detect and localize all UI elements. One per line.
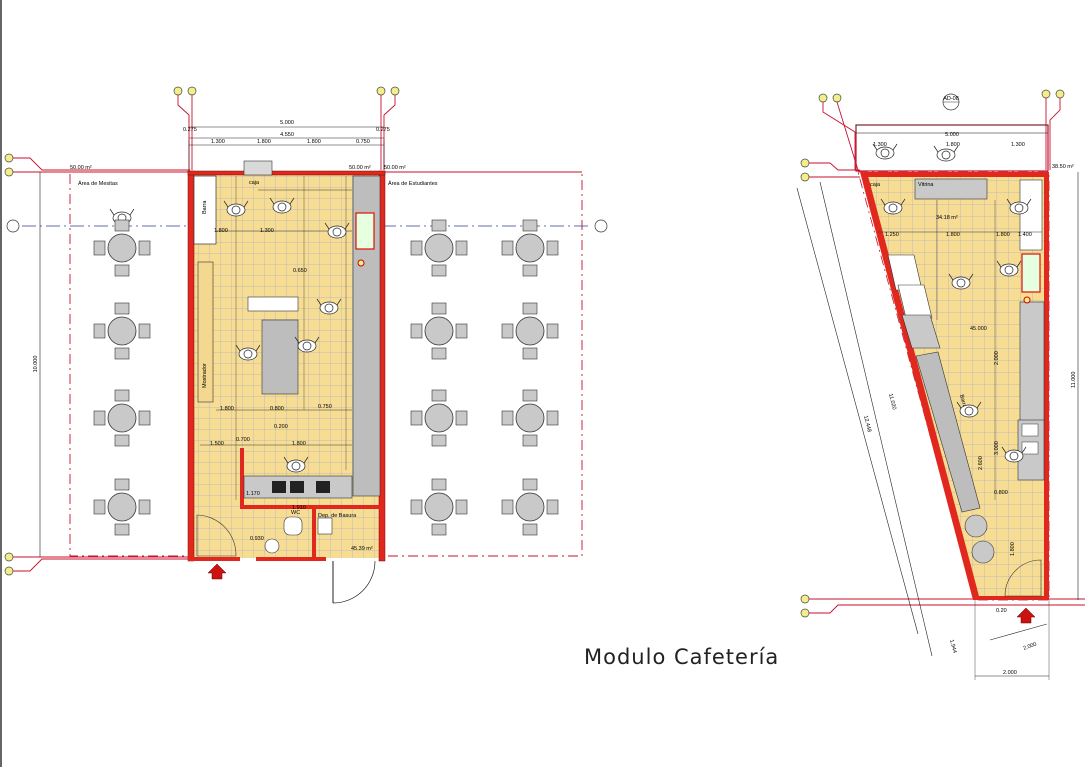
inner-dim-9: 0.650 <box>293 268 307 274</box>
trap-area-inner: 34.18 m² <box>936 215 958 221</box>
dim-part-1: 1.300 <box>211 139 225 145</box>
axis-markers-left <box>4 153 190 576</box>
trap-inner-dim-3: 1.800 <box>996 232 1010 238</box>
label-shelf: Mostrador <box>202 363 208 388</box>
dim-overall-width: 5.000 <box>280 120 294 126</box>
room-trash: Dep. de Basura <box>318 513 357 519</box>
room-right: Área de Estudiantes <box>388 180 438 187</box>
trap-inner-dim-1: 1.250 <box>885 232 899 238</box>
trap-top-sub-1: 1.300 <box>873 142 887 148</box>
trap-floor <box>866 176 1044 596</box>
trap-fixtures <box>878 178 1045 597</box>
room-wc: WC <box>291 510 300 516</box>
trap-top-width: 5.000 <box>945 132 959 138</box>
trap-area-center: 45.000 <box>970 326 987 332</box>
trap-top-sub-3: 1.300 <box>1011 142 1025 148</box>
room-left: Área de Mesitas <box>78 180 118 187</box>
trap-room-bar: Barra <box>958 394 968 409</box>
trap-inner-dim-8: 0.800 <box>994 490 1008 496</box>
inner-dim-5: 0.200 <box>274 424 288 430</box>
dim-part-3: 1.800 <box>307 139 321 145</box>
trap-room-cashier: caja <box>870 182 881 188</box>
area-mid-label: 50.00 m² <box>349 165 371 171</box>
rectangular-cafeteria-plan: 10.000 5.000 4.550 0.275 0.275 1.300 1.8… <box>4 86 608 604</box>
trap-right-height: 11.000 <box>1071 372 1077 388</box>
dining-tables-left <box>93 219 151 536</box>
label-bar: Barra <box>202 200 208 214</box>
trapezoid-cafeteria-plan: AD-08 5.000 1.300 1.800 1.300 38.50 m² <box>796 89 1085 680</box>
trap-inner-dim-5: 2.000 <box>994 351 1000 365</box>
trap-inner-dim-9: 1.800 <box>1010 542 1016 556</box>
room-cashier: caja <box>249 180 260 186</box>
top-dimensions: 5.000 4.550 0.275 0.275 1.300 1.800 1.80… <box>183 120 390 170</box>
door-swing <box>332 560 376 604</box>
trap-inner-dim-7: 2.600 <box>978 456 984 470</box>
dim-part-2: 1.800 <box>257 139 271 145</box>
trap-diag-2: 12.448 <box>862 415 872 433</box>
trap-inner-dim-4: 1.400 <box>1018 232 1032 238</box>
section-tag: AD-08 <box>942 93 960 111</box>
inner-dim-12: 1.910 <box>292 505 306 511</box>
person-icon <box>933 145 959 162</box>
inner-dim-1: 1.800 <box>214 228 228 234</box>
dim-part-4: 0.750 <box>356 139 370 145</box>
inner-dim-10: 0.750 <box>318 404 332 410</box>
trap-inner-dim-6: 3.000 <box>994 441 1000 455</box>
axis-markers-top <box>173 86 400 170</box>
axis-tag-left <box>6 219 608 233</box>
inner-dim-3: 1.800 <box>220 406 234 412</box>
trap-top-sub-2: 1.800 <box>946 142 960 148</box>
axis-markers-right-plan <box>800 89 1085 618</box>
trap-diag-1: 11.020 <box>887 393 897 410</box>
inner-dim-13: 0.930 <box>250 536 264 542</box>
area-kitchen: 45.39 m² <box>351 546 373 552</box>
trap-room-vitrine: Vitrina <box>918 182 934 188</box>
red-marker-icon <box>357 259 365 267</box>
dim-sub-left: 0.275 <box>183 127 197 133</box>
trap-area-outside: 38.50 m² <box>1052 164 1074 170</box>
trap-bottom-dim-2: 2.000 <box>1023 642 1038 652</box>
drawing-title: Modulo Cafetería <box>584 645 779 669</box>
trap-bottom-dim-4: 0.20 <box>996 608 1007 614</box>
entrance-arrow-icon <box>1016 607 1036 624</box>
dim-total-width: 4.550 <box>280 132 294 138</box>
section-tag-text: AD-08 <box>943 96 959 102</box>
dim-sub-right: 0.275 <box>376 127 390 133</box>
red-marker-icon <box>1023 296 1031 304</box>
inner-dim-6: 0.700 <box>236 437 250 443</box>
inner-dim-11: 1.170 <box>246 491 260 497</box>
area-right-label: 50.00 m² <box>384 165 406 171</box>
inner-dim-4: 0.800 <box>270 406 284 412</box>
inner-dim-2: 1.300 <box>260 228 274 234</box>
dim-height: 10.000 <box>33 356 39 373</box>
inner-dim-8: 1.800 <box>292 441 306 447</box>
trap-bottom-dim-3: 1.944 <box>948 639 957 654</box>
kitchen-fixtures <box>193 160 381 557</box>
entrance-arrow-icon <box>207 563 227 580</box>
inner-dim-7: 1.500 <box>210 441 224 447</box>
dining-tables-right <box>410 219 559 536</box>
trap-bottom-dim-1: 2.000 <box>1003 670 1017 676</box>
area-left-label: 50.00 m² <box>70 165 92 171</box>
trap-inner-dim-2: 1.800 <box>946 232 960 238</box>
